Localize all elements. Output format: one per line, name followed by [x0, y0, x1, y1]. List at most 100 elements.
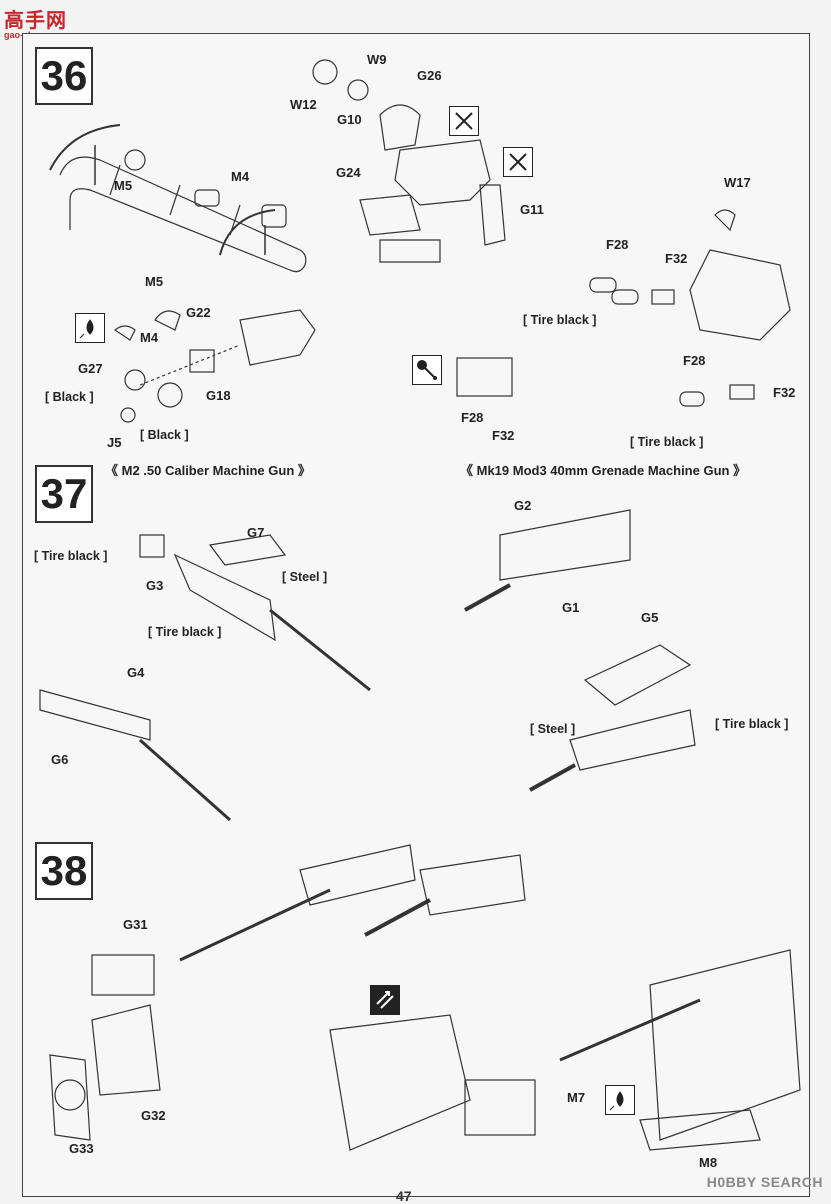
- part-g7: [208, 534, 287, 566]
- turret-base: [379, 239, 441, 263]
- part-label-g1: G1: [562, 600, 580, 615]
- part-label-f32-a: F32: [665, 251, 688, 266]
- part-label-g31: G31: [123, 917, 148, 932]
- paint-steel-2: [ Steel ]: [530, 722, 576, 736]
- title-mk19: 《 Mk19 Mod3 40mm Grenade Machine Gun 》: [460, 463, 747, 478]
- part-g22: [189, 349, 215, 373]
- paint-tire-black-2: [ Tire black ]: [630, 435, 704, 449]
- paint-icon: [412, 355, 442, 385]
- part-g27: [124, 369, 146, 391]
- part-m4-sprue: [194, 189, 220, 207]
- site-logo-text: 高手网: [4, 8, 67, 32]
- swap-icon: [370, 985, 400, 1015]
- part-label-g11: G11: [520, 202, 544, 217]
- turret-lower: [359, 194, 421, 236]
- sprue-frame: [59, 156, 307, 273]
- part-label-g4: G4: [127, 665, 145, 680]
- mk19-barrel-3: [364, 898, 431, 937]
- part-w12: [312, 59, 338, 85]
- step-36: 36: [35, 47, 93, 105]
- completed-turret: [649, 949, 801, 1141]
- part-label-j5: J5: [107, 435, 122, 450]
- part-label-g2: G2: [514, 498, 532, 513]
- part-label-f28-c: F28: [461, 410, 484, 425]
- step-38: 38: [35, 842, 93, 900]
- part-m4: [113, 325, 136, 341]
- mk19-assembly: [419, 854, 526, 916]
- mk19-barrel-2: [529, 763, 576, 792]
- arrow-down: [94, 145, 266, 255]
- part-label-m4-b: M4: [140, 330, 159, 345]
- part-g18: [157, 382, 183, 408]
- part-g11: [479, 184, 506, 246]
- remove-part-icon: [449, 106, 479, 136]
- m2-receiver-2: [39, 689, 151, 741]
- part-label-g18: G18: [206, 388, 231, 403]
- part-f32-b: [729, 384, 755, 400]
- part-label-g33: G33: [69, 1141, 94, 1156]
- mk19-barrel: [464, 583, 511, 612]
- part-label-g5: G5: [641, 610, 659, 625]
- part-g5: [583, 644, 692, 706]
- part-g10: [379, 104, 421, 151]
- cradle-body: [239, 309, 316, 366]
- part-label-m7: M7: [567, 1090, 586, 1105]
- page-number: 47: [396, 1188, 412, 1204]
- part-label-g32: G32: [141, 1108, 166, 1123]
- part-label-m5-b: M5: [145, 274, 164, 289]
- part-m5: [154, 310, 181, 331]
- part-label-m8: M8: [699, 1155, 718, 1170]
- instruction-page: [22, 33, 810, 1197]
- part-label-f32-c: F32: [492, 428, 515, 443]
- paint-black-2: [ Black ]: [140, 428, 189, 442]
- paint-tire-black-3: [ Tire black ]: [34, 549, 108, 563]
- part-label-f32-b: F32: [773, 385, 796, 400]
- part-g33: [49, 1054, 91, 1141]
- ammo-can-wheel: [54, 1079, 86, 1111]
- turret-assembly: [329, 1014, 471, 1151]
- remove-part-icon-2: [503, 147, 533, 177]
- completed-barrel: [559, 998, 701, 1062]
- part-label-w9: W9: [367, 52, 387, 67]
- glue-icon: [75, 313, 105, 343]
- part-g3: [139, 534, 165, 558]
- part-label-w12: W12: [290, 97, 317, 112]
- m2-barrel: [269, 608, 371, 692]
- mk19-receiver-2: [569, 709, 696, 771]
- m2-barrel-3: [179, 888, 331, 962]
- part-f28-c: [679, 391, 705, 407]
- part-m8: [639, 1109, 761, 1151]
- paint-steel-1: [ Steel ]: [282, 570, 328, 584]
- m2-assembly: [299, 844, 416, 906]
- m2-receiver: [173, 553, 276, 642]
- arrow-bend-1: [49, 124, 121, 171]
- part-f28-b: [611, 289, 639, 305]
- part-j5: [120, 407, 136, 423]
- part-w9: [347, 79, 369, 101]
- step-37: 37: [35, 465, 93, 523]
- paint-tire-black-1: [ Tire black ]: [523, 313, 597, 327]
- part-label-g6: G6: [51, 752, 69, 767]
- paint-tire-black-5: [ Tire black ]: [715, 717, 789, 731]
- part-label-f28-a: F28: [606, 237, 629, 252]
- part-label-m4-a: M4: [231, 169, 250, 184]
- part-m4-cut: [261, 204, 287, 228]
- ammo-box-diagram: [456, 357, 513, 397]
- part-g31: [91, 954, 155, 996]
- part-g32: [91, 1004, 161, 1096]
- part-label-g3: G3: [146, 578, 164, 593]
- part-label-m5-a: M5: [114, 178, 133, 193]
- part-f28-a: [589, 277, 617, 293]
- part-label-w17: W17: [724, 175, 751, 190]
- paint-tire-black-4: [ Tire black ]: [148, 625, 222, 639]
- part-label-g22: G22: [186, 305, 211, 320]
- part-label-g10: G10: [337, 112, 362, 127]
- watermark: H0BBY SEARCH: [706, 1174, 823, 1190]
- part-w17: [714, 209, 736, 232]
- ammo-can: [464, 1079, 536, 1136]
- part-label-g24: G24: [336, 165, 361, 180]
- turret-body: [394, 139, 491, 206]
- title-m2: 《 M2 .50 Caliber Machine Gun 》: [105, 463, 311, 478]
- arrow-bend-2: [219, 209, 276, 256]
